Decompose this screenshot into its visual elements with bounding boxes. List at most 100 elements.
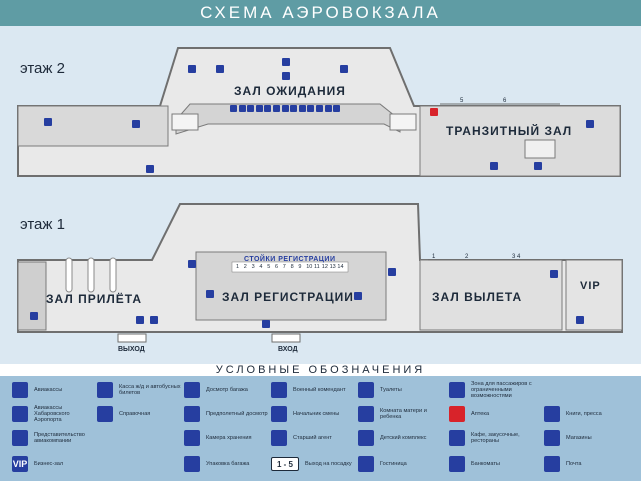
vip-icon: VIP (12, 456, 28, 472)
legend-label: Туалеты (380, 387, 402, 393)
checkin-desk-3: 3 (251, 264, 255, 270)
cafe-icon (576, 316, 584, 324)
legend-title: УСЛОВНЫЕ ОБОЗНАЧЕНИЯ (215, 364, 426, 376)
seat-icon (255, 105, 263, 112)
toilet-icon (358, 382, 374, 398)
registration-hall-label: ЗАЛ РЕГИСТРАЦИИ (222, 290, 354, 304)
wheelchair-icon (449, 382, 465, 398)
floor1-gate-2: 2 (465, 254, 469, 260)
hotel-icon (358, 456, 374, 472)
legend-label: Упаковка багажа (206, 461, 250, 467)
floor2-gate-5: 5 (460, 98, 464, 104)
legend-label: Военный комендант (293, 387, 346, 393)
shift-chief-icon (271, 406, 287, 422)
seat-icon (281, 105, 289, 112)
checkin-desk-11: 11 (314, 264, 320, 270)
legend-label: Аптека (471, 411, 490, 417)
seat-icon (333, 105, 341, 112)
entrance-label: ВХОД (278, 346, 298, 353)
title-bar (0, 0, 641, 26)
checkin-desk-9: 9 (298, 264, 302, 270)
checkin-desk-8: 8 (290, 264, 294, 270)
legend-item: Книги, пресса (544, 404, 634, 424)
plane-khabarovsk-icon (12, 406, 28, 422)
seat-icon (316, 105, 323, 112)
floor1-gate-3-4: 3 4 (512, 254, 521, 260)
floor1-departure-block (419, 259, 563, 331)
legend-label: Камера хранения (206, 435, 252, 441)
legend-item: Камера хранения (184, 428, 268, 448)
ticket-icon (97, 382, 113, 398)
plane-icon (12, 382, 28, 398)
legend-label: Банкоматы (471, 461, 500, 467)
carousel-2 (87, 257, 95, 293)
legend-label: Авиакассы Хабаровского Аэропорта (34, 405, 70, 423)
legend-item: Детский комплекс (358, 428, 442, 448)
checkin-desk-4: 4 (259, 264, 263, 270)
legend-item: Авиакассы Хабаровского Аэропорта (12, 404, 96, 424)
legend-label: Справочная (119, 411, 151, 417)
seat-icon (238, 105, 246, 112)
wheelchair-icon (30, 312, 38, 320)
legend-label: Комната матери и ребенка (380, 408, 427, 420)
baggage-wrap-icon (262, 320, 270, 328)
shop-icon (188, 65, 196, 73)
baggage-wrap-icon (184, 456, 200, 472)
pre-screening-icon (184, 406, 200, 422)
page-title: СХЕМА АЭРОВОКЗАЛА (200, 3, 441, 22)
shop-icon (544, 430, 560, 446)
checkin-desk-6: 6 (275, 264, 279, 270)
seat-icon (264, 105, 272, 112)
military-icon (271, 382, 287, 398)
airline-office-icon (12, 430, 28, 446)
legend-item: Кафе, закусочные, рестораны (449, 428, 533, 448)
waiting-hall-label: ЗАЛ ОЖИДАНИЯ (234, 84, 346, 98)
floor1-gate-1: 1 (432, 254, 436, 260)
checkin-desk-2: 2 (243, 264, 247, 270)
seat-icon (298, 105, 306, 112)
legend-label: Кафе, закусочные, рестораны (471, 432, 520, 444)
vip-hall-label: VIP (580, 280, 601, 292)
info-icon (97, 406, 113, 422)
seat-icon (230, 105, 237, 112)
checkin-desks-label: СТОЙКИ РЕГИСТРАЦИИ (244, 256, 336, 263)
gate-icon: 1 - 5 (271, 457, 299, 471)
legend-item: Представительство авиакомпании (12, 428, 96, 448)
legend-label: Выход на посадку (305, 461, 352, 467)
legend-label: Магазины (566, 435, 592, 441)
cafe-icon (146, 165, 154, 173)
floor2-right-room (389, 113, 417, 131)
seat-icon (307, 105, 315, 112)
legend-item: Почта (544, 454, 634, 474)
legend-label: Книги, пресса (566, 411, 602, 417)
mother-child-icon (358, 406, 374, 422)
legend-item: Магазины (544, 428, 634, 448)
toilet-icon (44, 118, 52, 126)
legend-item: Комната матери и ребенка (358, 404, 442, 424)
shop-icon (340, 65, 348, 73)
legend-item: Досмотр багажа (184, 380, 268, 400)
storage-icon (150, 316, 158, 324)
legend-item: Зона для пассажиров с ограниченными возм… (449, 380, 533, 400)
legend-item: Туалеты (358, 380, 442, 400)
exit-label: ВЫХОД (118, 346, 145, 353)
legend-label: Начальник смены (293, 411, 340, 417)
checkin-desk-13: 13 (329, 264, 336, 270)
cafe-icon (132, 120, 140, 128)
floor1-vip-block (565, 259, 623, 331)
books-icon (586, 120, 594, 128)
legend-item: Гостиница (358, 454, 442, 474)
checkin-desk-14: 14 (337, 264, 344, 270)
legend-label: Касса ж/д и автобусных билетов (119, 384, 181, 396)
legend-label: Зона для пассажиров с ограниченными возм… (471, 381, 532, 399)
legend-label: Авиакассы (34, 387, 63, 393)
shop-icon (216, 65, 224, 73)
checkin-desk-5: 5 (267, 264, 271, 270)
floor2-left-room (171, 113, 199, 131)
legend-title-bar (0, 364, 641, 376)
floor1-checkin-row (231, 261, 349, 273)
departure-hall-label: ЗАЛ ВЫЛЕТА (432, 290, 523, 304)
